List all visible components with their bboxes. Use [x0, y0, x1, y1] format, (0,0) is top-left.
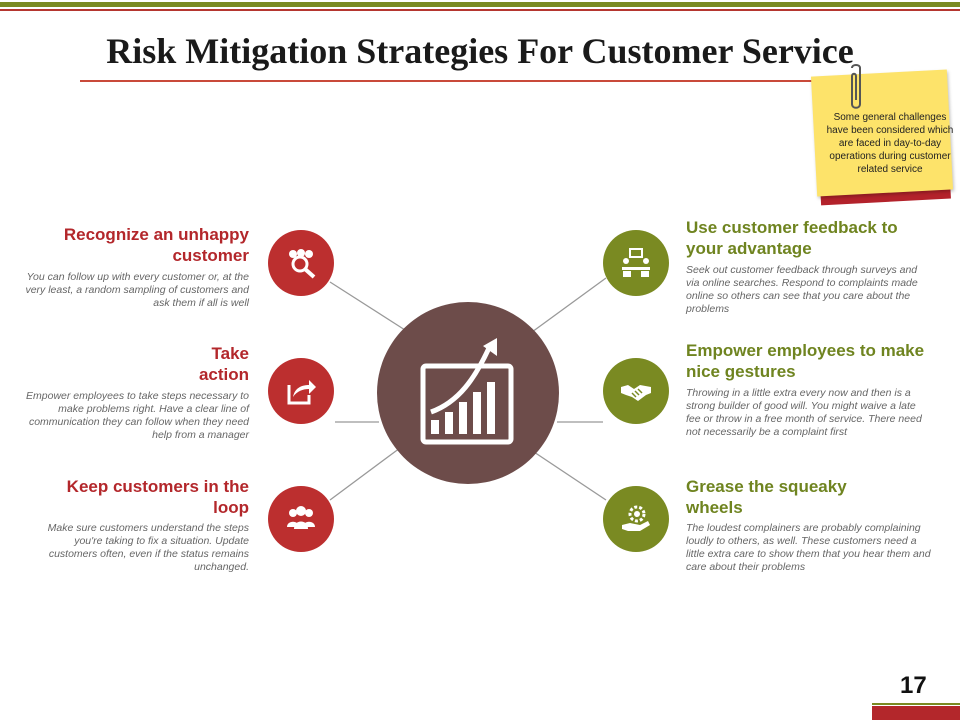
feedback-icon — [622, 248, 650, 277]
left-text-2: Empower employees to take steps necessar… — [26, 390, 249, 441]
node-feedback — [603, 230, 669, 296]
bottom-accent-bar — [872, 706, 960, 720]
paperclip-icon — [851, 64, 861, 109]
search-people-icon — [289, 249, 316, 279]
node-grease — [603, 486, 669, 552]
node-empower — [603, 358, 669, 424]
left-text-3: Make sure customers understand the steps… — [47, 522, 249, 573]
right-title-1: Use customer feedback to your advantage — [686, 218, 898, 258]
left-title-2: Take action — [198, 344, 249, 384]
right-text-1: Seek out customer feedback through surve… — [686, 264, 918, 315]
handshake-icon — [621, 385, 651, 401]
title-underline — [80, 80, 880, 82]
top-accent-line — [0, 9, 960, 11]
sticky-note-text: Some general challenges have been consid… — [826, 112, 954, 175]
top-accent-bar — [0, 2, 960, 7]
node-keep-loop — [268, 486, 334, 552]
gear-hand-icon — [622, 505, 650, 531]
right-title-2: Empower employees to make nice gestures — [686, 341, 925, 381]
bottom-accent-line — [872, 703, 960, 705]
share-arrow-icon — [287, 380, 316, 405]
left-title-3: Keep customers in the loop — [66, 477, 249, 517]
right-text-3: The loudest complainers are probably com… — [686, 522, 931, 573]
central-hub — [377, 302, 559, 484]
slide-title: Risk Mitigation Strategies For Customer … — [106, 31, 854, 71]
node-take-action — [268, 358, 334, 424]
growth-chart-icon — [420, 338, 514, 445]
right-title-3: Grease the squeaky wheels — [686, 477, 847, 517]
right-text-2: Throwing in a little extra every now and… — [686, 387, 922, 438]
left-title-1: Recognize an unhappy customer — [63, 225, 249, 265]
group-icon — [287, 506, 315, 529]
node-recognize — [268, 230, 334, 296]
left-text-1: You can follow up with every customer or… — [25, 271, 249, 309]
page-number: 17 — [900, 672, 927, 699]
